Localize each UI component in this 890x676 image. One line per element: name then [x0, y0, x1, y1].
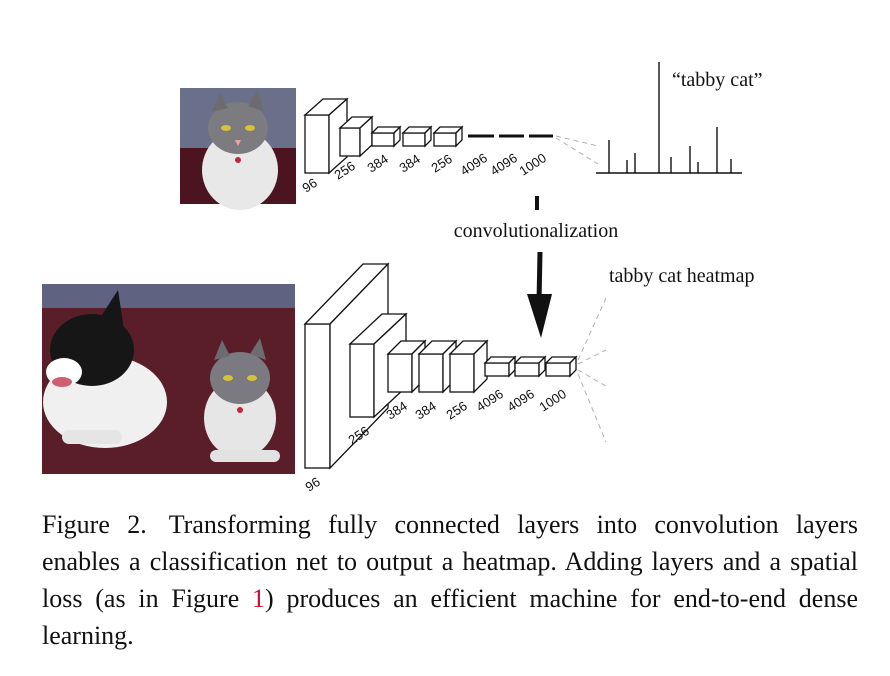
figure-reference-link[interactable]: 1 — [252, 584, 266, 613]
top-label-1000: 1000 — [516, 150, 548, 178]
output-label: “tabby cat” — [672, 69, 763, 91]
bottom-block-4096b — [513, 355, 547, 378]
figure-number: Figure 2. — [42, 510, 147, 539]
figure-diagram: 96 256 384 384 256 4096 4096 1000 “tabby… — [42, 62, 763, 495]
top-block-384a — [370, 125, 402, 148]
arrow-label: convolutionalization — [454, 220, 618, 242]
top-block-384b — [401, 125, 433, 148]
top-label-384a: 384 — [364, 151, 390, 175]
convolutionalization-arrow — [527, 196, 552, 338]
top-block-256b — [432, 125, 464, 148]
bottom-label-1000: 1000 — [536, 386, 568, 414]
bottom-label-4096b: 4096 — [504, 386, 536, 414]
bottom-network — [303, 262, 578, 470]
top-label-96: 96 — [299, 175, 319, 195]
bottom-block-1000 — [544, 355, 578, 378]
bottom-label-96: 96 — [302, 474, 322, 494]
heatmap-dashes — [577, 297, 607, 443]
bottom-label-384b: 384 — [412, 398, 438, 422]
top-label-4096b: 4096 — [487, 150, 519, 178]
dog-cat-photo — [42, 284, 295, 474]
caption-text-before: Transforming fully connected layers into… — [42, 510, 859, 613]
bottom-block-4096a — [483, 355, 517, 378]
caption-text-after: ) produces an efficient machine for end-… — [42, 584, 858, 650]
cat-photo — [180, 88, 296, 210]
figure-caption: Figure 2.Transforming fully connected la… — [42, 506, 858, 654]
output-histogram — [596, 62, 742, 174]
bottom-block-384b — [417, 339, 458, 394]
top-label-4096a: 4096 — [457, 150, 489, 178]
top-label-256b: 256 — [428, 151, 454, 175]
heatmap-label: tabby cat heatmap — [609, 265, 755, 287]
bottom-block-256b — [448, 339, 489, 394]
top-network — [303, 97, 464, 175]
top-block-256 — [338, 115, 374, 158]
top-dashes — [555, 135, 599, 165]
top-label-384b: 384 — [396, 151, 422, 175]
bottom-label-4096a: 4096 — [473, 386, 505, 414]
bottom-label-256b: 256 — [443, 398, 469, 422]
